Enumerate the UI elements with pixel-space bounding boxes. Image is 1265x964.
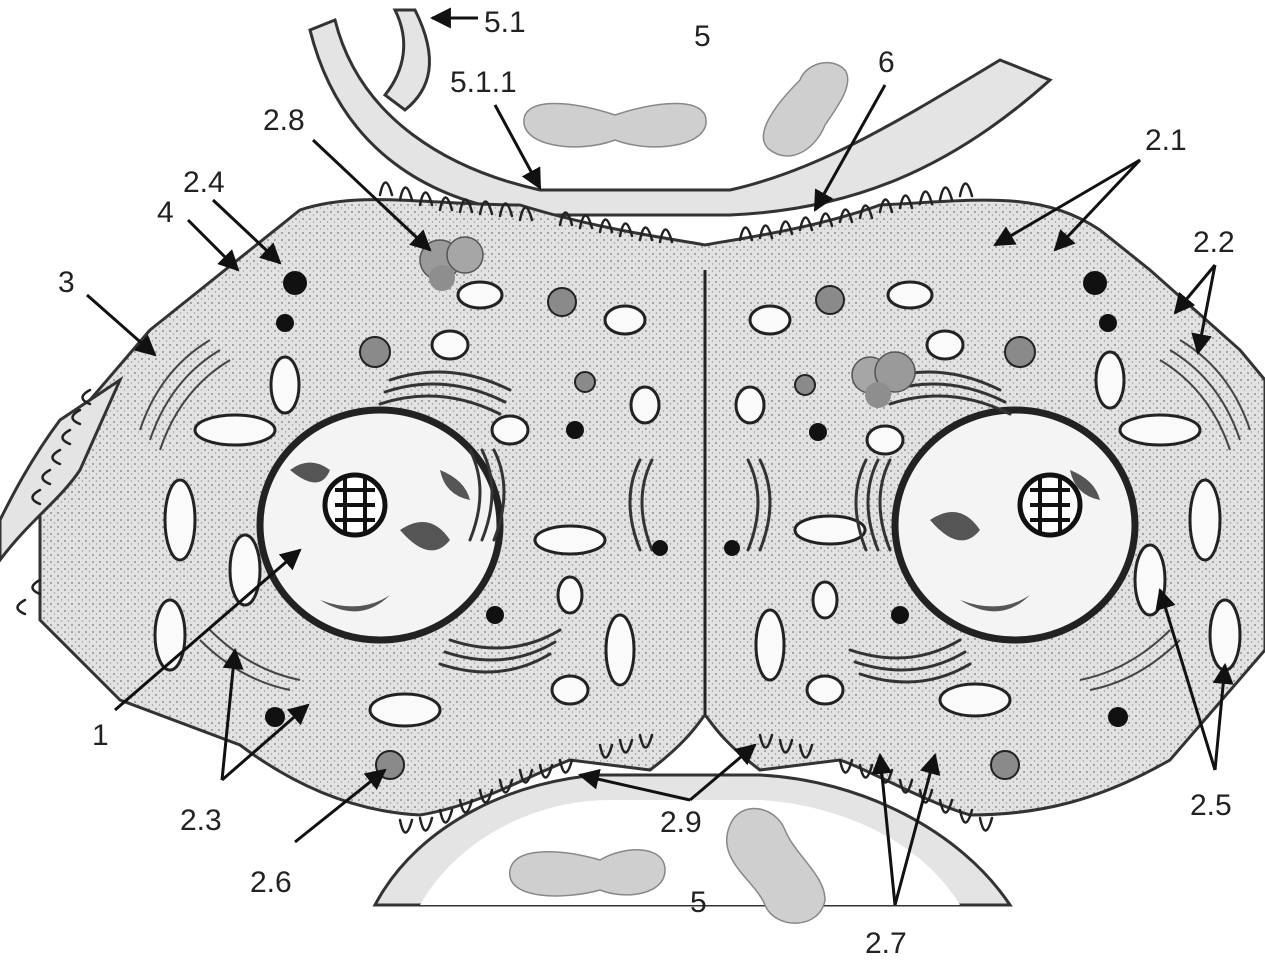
nucleolus-right (1020, 475, 1080, 535)
label-1: 1 (92, 719, 109, 752)
label-2-9: 2.9 (660, 806, 702, 839)
label-5-bottom: 5 (690, 886, 707, 919)
nucleus-right (895, 410, 1135, 640)
label-2-5: 2.5 (1190, 789, 1232, 822)
label-6: 6 (878, 46, 895, 79)
label-2-1: 2.1 (1145, 124, 1187, 157)
label-2-3: 2.3 (180, 804, 222, 837)
label-2-7: 2.7 (865, 927, 907, 960)
label-2-2: 2.2 (1193, 226, 1235, 259)
nucleus-left (260, 410, 500, 640)
nucleolus-left (325, 475, 385, 535)
label-5-top: 5 (694, 20, 711, 53)
label-5-1-1: 5.1.1 (450, 66, 517, 99)
label-2-6: 2.6 (250, 866, 292, 899)
label-4: 4 (157, 196, 174, 229)
label-3: 3 (58, 266, 75, 299)
label-5-1: 5.1 (484, 6, 526, 39)
label-2-8: 2.8 (263, 104, 305, 137)
label-2-4: 2.4 (183, 166, 225, 199)
